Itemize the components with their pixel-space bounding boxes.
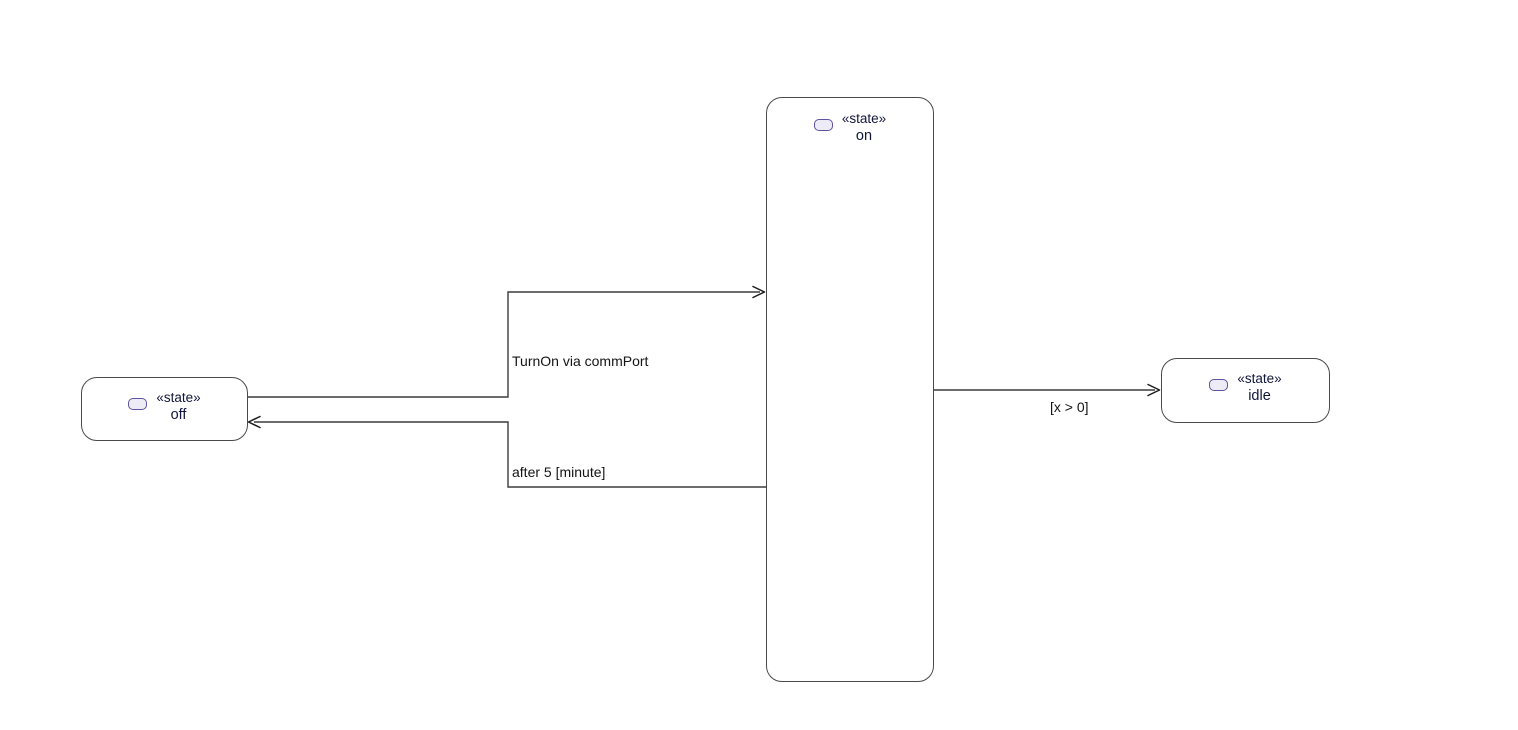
state-node-idle-header: «state» idle (1162, 370, 1329, 405)
transition-on-to-off-path[interactable] (247, 415, 767, 488)
state-node-idle[interactable]: «state» idle (1161, 358, 1330, 423)
transition-label-turnon-via-commport: TurnOn via commPort (512, 353, 649, 369)
arrowhead-right-icon (752, 285, 766, 299)
state-node-off-name: off (170, 407, 187, 423)
state-node-off-text: «state» off (156, 389, 200, 424)
transition-on-to-idle-path[interactable] (934, 383, 1161, 397)
state-node-on[interactable]: «state» on (766, 97, 934, 682)
state-node-off-header: «state» off (82, 389, 247, 424)
state-icon (128, 398, 148, 410)
state-node-idle-name: idle (1248, 388, 1271, 404)
transition-label-guard-x-greater-than-0: [x > 0] (1050, 399, 1089, 415)
state-icon (813, 119, 833, 131)
state-node-idle-stereotype: «state» (1237, 371, 1282, 386)
transition-off-to-on-path[interactable] (248, 285, 766, 398)
arrowhead-right-icon (1147, 383, 1161, 397)
state-node-off[interactable]: «state» off (81, 377, 248, 441)
arrowhead-left-icon (247, 415, 261, 429)
state-node-on-header: «state» on (767, 110, 933, 145)
transition-label-after-5-minute: after 5 [minute] (512, 464, 606, 480)
state-node-off-stereotype: «state» (156, 390, 201, 405)
state-icon (1209, 379, 1229, 391)
state-node-idle-text: «state» idle (1237, 370, 1281, 405)
state-node-on-stereotype: «state» (841, 111, 887, 126)
state-node-on-name: on (855, 128, 873, 144)
state-node-on-text: «state» on (842, 110, 886, 145)
